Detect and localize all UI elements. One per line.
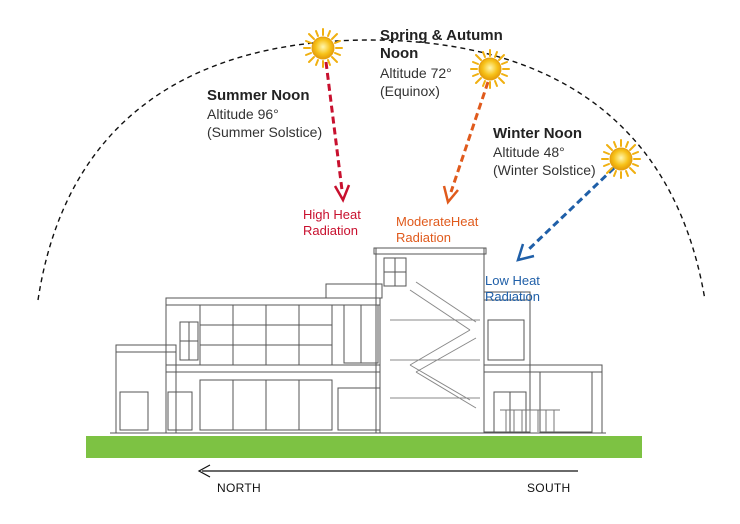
summer-note: (Summer Solstice) [207, 124, 323, 140]
building-elevation [110, 247, 606, 434]
orientation-arrow [197, 464, 578, 478]
winter-note: (Winter Solstice) [493, 162, 596, 178]
ground-strip [86, 436, 642, 458]
winter-sun-icon [601, 139, 641, 179]
summer-radiation-label: High Heat Radiation [303, 207, 361, 239]
equinox-ray-arrow [442, 81, 490, 205]
equinox-title-line2: Noon [380, 45, 419, 62]
equinox-radiation-line2: Radiation [396, 230, 451, 245]
equinox-radiation-line1: ModerateHeat [396, 214, 479, 229]
sun-path-arc [37, 39, 706, 301]
winter-radiation-line1: Low Heat [485, 273, 540, 288]
winter-radiation-line2: Radiation [485, 289, 540, 304]
winter-title: Winter Noon [493, 125, 583, 142]
summer-sun-icon [303, 28, 343, 68]
north-label: NORTH [217, 481, 261, 495]
winter-altitude: Altitude 48° [493, 144, 565, 160]
equinox-title-line1: Spring & Autumn [380, 27, 503, 44]
summer-radiation-line1: High Heat [303, 207, 361, 222]
summer-radiation-line2: Radiation [303, 223, 358, 238]
summer-title: Summer Noon [207, 87, 310, 104]
winter-radiation-label: Low Heat Radiation [485, 273, 540, 305]
summer-altitude: Altitude 96° [207, 106, 279, 122]
equinox-note: (Equinox) [380, 83, 440, 99]
winter-ray-arrow [516, 166, 616, 262]
summer-ray-arrow [324, 61, 351, 203]
south-label: SOUTH [527, 481, 571, 495]
equinox-altitude: Altitude 72° [380, 65, 452, 81]
equinox-sun-icon [470, 49, 510, 89]
equinox-radiation-label: ModerateHeat Radiation [396, 214, 478, 246]
